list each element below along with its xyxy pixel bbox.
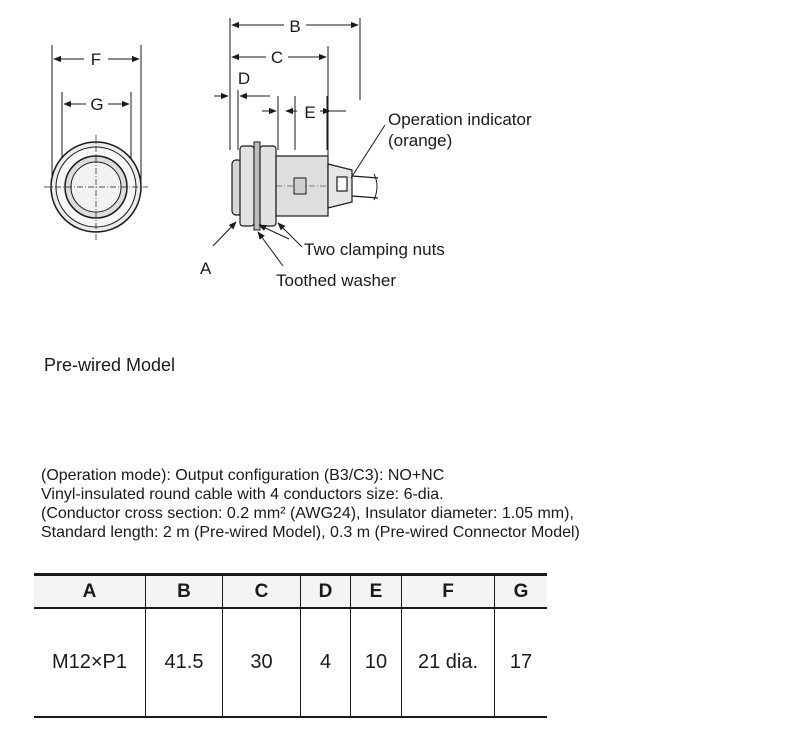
cable xyxy=(351,175,379,199)
indicator-window xyxy=(336,176,348,192)
header-a: A xyxy=(34,573,146,609)
callout-a-label: A xyxy=(200,259,212,278)
toothed-washer xyxy=(253,141,261,231)
callout-operation-indicator: Operation indicator (orange) xyxy=(350,110,532,179)
table-row: M12×P1 41.5 30 4 10 21 dia. 17 xyxy=(34,608,547,718)
note-line-2: Vinyl-insulated round cable with 4 condu… xyxy=(41,486,444,503)
callout-clamping-nuts: Two clamping nuts xyxy=(258,222,445,259)
dimension-d: D xyxy=(214,69,270,100)
cell-e: 10 xyxy=(350,608,402,718)
prewired-model-title: Pre-wired Model xyxy=(44,355,176,375)
header-b: B xyxy=(145,573,223,609)
callout-operation-indicator-line1: Operation indicator xyxy=(388,110,532,129)
header-g: G xyxy=(494,573,547,609)
cell-b: 41.5 xyxy=(145,608,223,718)
dimension-g: G xyxy=(63,95,130,114)
note-line-1: (Operation mode): Output configuration (… xyxy=(41,467,445,484)
clamping-nut xyxy=(259,145,277,227)
dimension-c: C xyxy=(231,48,327,67)
table-header-row: A B C D E F G xyxy=(34,573,547,609)
cell-a: M12×P1 xyxy=(34,608,146,718)
cell-f: 21 dia. xyxy=(401,608,495,718)
callout-a: A xyxy=(200,221,237,278)
callout-toothed-washer-label: Toothed washer xyxy=(276,271,396,290)
callout-toothed-washer: Toothed washer xyxy=(257,231,396,290)
dimension-label-g: G xyxy=(90,95,103,114)
callout-operation-indicator-line2: (orange) xyxy=(388,131,452,150)
cell-c: 30 xyxy=(222,608,301,718)
dimension-f: F xyxy=(53,50,140,69)
front-view xyxy=(44,45,148,240)
header-e: E xyxy=(350,573,402,609)
dimension-label-b: B xyxy=(289,17,300,36)
cell-g: 17 xyxy=(494,608,547,718)
dimension-label-c: C xyxy=(271,48,283,67)
dimension-label-f: F xyxy=(91,50,101,69)
header-d: D xyxy=(300,573,351,609)
header-f: F xyxy=(401,573,495,609)
note-line-3: (Conductor cross section: 0.2 mm² (AWG24… xyxy=(41,505,574,522)
note-line-4: Standard length: 2 m (Pre-wired Model), … xyxy=(41,524,580,541)
dimensions-table: A B C D E F G M12×P1 41.5 30 4 10 21 dia… xyxy=(34,573,547,718)
dimension-e: E xyxy=(262,103,346,122)
cable-notes: (Operation mode): Output configuration (… xyxy=(41,466,580,542)
header-c: C xyxy=(222,573,301,609)
front-nut xyxy=(239,145,255,227)
dimension-label-d: D xyxy=(238,69,250,88)
sensor-dimension-drawing: F G B xyxy=(44,17,532,290)
callout-clamping-nuts-label: Two clamping nuts xyxy=(304,240,445,259)
dimension-b: B xyxy=(231,17,359,36)
side-view xyxy=(229,18,379,231)
dimension-label-e: E xyxy=(304,103,315,122)
cell-d: 4 xyxy=(300,608,351,718)
